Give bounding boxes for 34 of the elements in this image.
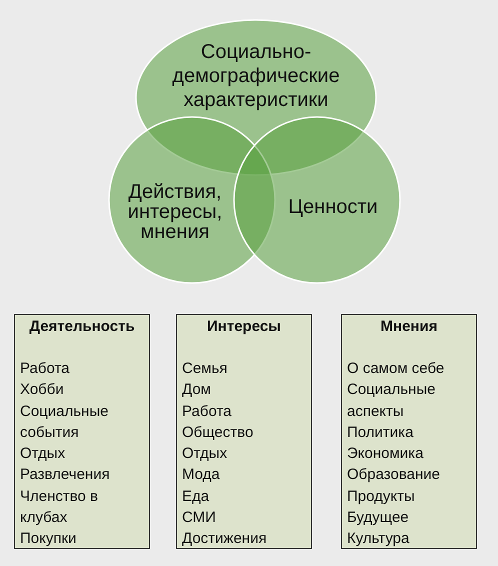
list-item: Общество	[182, 422, 254, 443]
list-item: Культура	[347, 529, 410, 549]
list-item: Развлечения	[20, 465, 111, 486]
list-item: Образование	[347, 465, 441, 486]
panel-heading: Интересы	[206, 317, 282, 337]
list-item: Достижения	[182, 529, 268, 549]
list-panel	[341, 314, 477, 549]
panel-heading: Деятельность	[28, 317, 136, 337]
list-item: Будущее	[347, 508, 410, 528]
list-item: О самом себе	[347, 359, 446, 379]
list-item: Отдых	[20, 444, 66, 464]
circle-label: Социально-демографические характеристики	[171, 40, 341, 112]
list-item: Политика	[347, 422, 414, 443]
list-item: Социальные аспекты	[347, 380, 436, 422]
list-item: Хобби	[20, 380, 65, 400]
list-item: Еда	[182, 486, 210, 506]
list-item: Покупки	[20, 529, 78, 549]
circle-label: Ценности	[288, 195, 378, 219]
list-item: Мода	[182, 465, 221, 486]
list-item: Семья	[182, 359, 228, 379]
list-panel	[176, 314, 312, 549]
list-item: Работа	[182, 402, 232, 422]
list-item: СМИ	[182, 508, 217, 528]
list-panel	[14, 314, 150, 549]
list-item: Работа	[20, 359, 70, 379]
list-item: Продукты	[347, 486, 416, 506]
venn-circle	[233, 116, 401, 284]
list-item: Членство в клубах	[20, 486, 100, 528]
list-item: Социальные события	[20, 402, 110, 443]
panel-heading: Мнения	[380, 317, 438, 337]
list-item: Экономика	[347, 444, 424, 464]
list-item: Дом	[182, 380, 212, 400]
list-item: Отдых	[182, 444, 228, 464]
circle-label: Действия, интересы, мнения	[126, 182, 224, 242]
